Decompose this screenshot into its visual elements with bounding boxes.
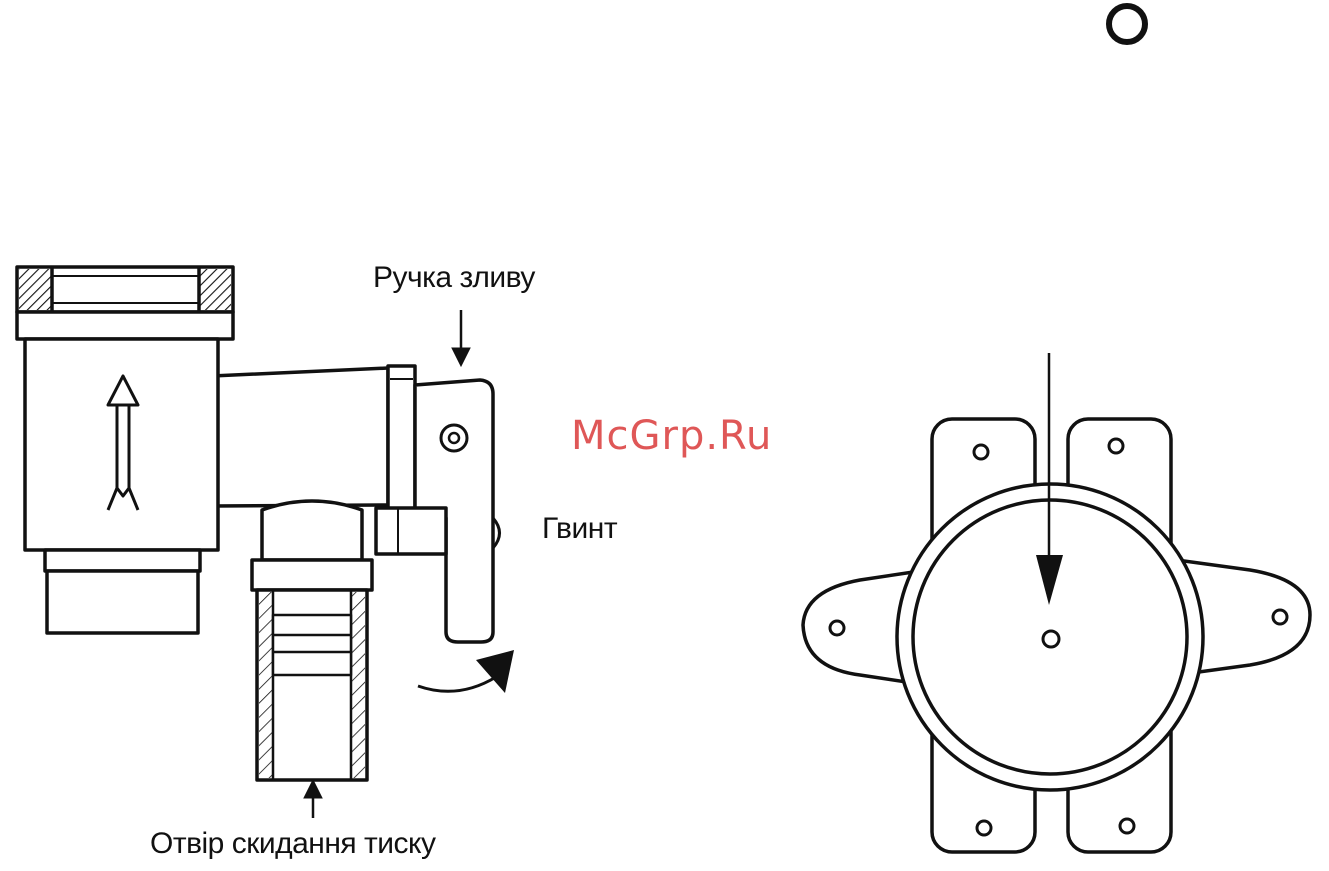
mounting-hole-icon: [1109, 439, 1123, 453]
safety-valve-drawing: [17, 267, 500, 780]
relief-pipe-neck: [262, 501, 362, 560]
corner-circle-marker: [1109, 6, 1145, 42]
valve-outlet-body: [204, 368, 388, 506]
valve-top-nut-hatch-right: [199, 269, 231, 310]
valve-top-nut-hatch-left: [19, 269, 52, 310]
drain-handle-label: Ручка зливу: [373, 263, 535, 293]
mounting-hole-icon: [1120, 819, 1134, 833]
mounting-hole-icon: [1273, 610, 1287, 624]
mounting-hole-icon: [974, 445, 988, 459]
rotation-direction-arrow-icon: [418, 650, 514, 693]
valve-handle-collar: [388, 366, 415, 511]
mounting-hole-icon: [977, 821, 991, 835]
screw-label: Гвинт: [542, 514, 617, 544]
pressure-relief-hole-label: Отвір скидання тиску: [150, 829, 435, 859]
bracket-center-hole-icon: [1043, 631, 1059, 647]
mounting-hole-icon: [830, 621, 844, 635]
relief-pipe-nut: [252, 560, 372, 590]
valve-bottom-thread: [45, 550, 200, 571]
relief-pipe-fitting: [273, 615, 351, 675]
valve-screw-stem: [376, 508, 446, 554]
watermark-text: McGrp.Ru: [571, 416, 772, 456]
insertion-direction-arrow-icon: [1036, 353, 1063, 605]
valve-main-body: [25, 339, 218, 550]
